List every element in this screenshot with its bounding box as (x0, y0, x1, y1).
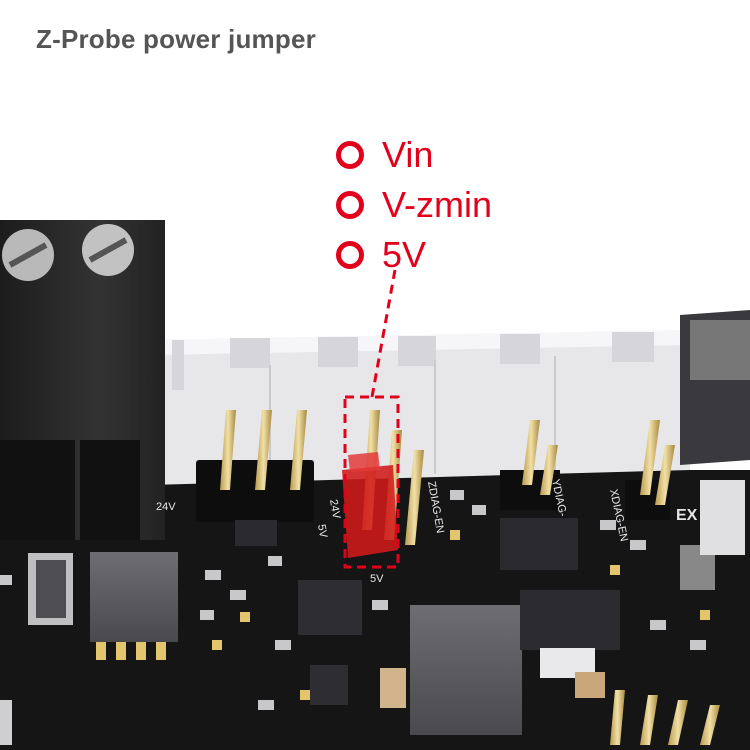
jumper-cap (342, 452, 398, 558)
right-black-connector (680, 310, 750, 465)
ring-marker-icon (336, 191, 364, 219)
silk-label-24v-left: 24V (156, 501, 176, 513)
legend-label-5v: 5V (382, 234, 427, 275)
legend-label-vin: Vin (382, 134, 434, 175)
terminal-block (0, 220, 165, 540)
highlight-box (343, 395, 400, 569)
silk-label-5v-bottom: 5V (370, 573, 384, 585)
components (0, 480, 745, 745)
ring-marker-icon (336, 241, 364, 269)
ring-marker-icon (336, 141, 364, 169)
silk-label-5v: 5V (315, 523, 329, 539)
legend-item-v-zmin: V-zmin (336, 180, 492, 230)
jumper-position-legend: Vin V-zmin 5V (336, 130, 492, 280)
silk-label-ex: EX (676, 507, 698, 524)
legend-item-vin: Vin (336, 130, 492, 180)
silk-label-24v: 24V (327, 498, 342, 520)
legend-label-v-zmin: V-zmin (382, 184, 493, 225)
diagram-title: Z-Probe power jumper (36, 24, 316, 54)
leader-line (370, 269, 397, 398)
legend-item-5v: 5V (336, 230, 492, 280)
